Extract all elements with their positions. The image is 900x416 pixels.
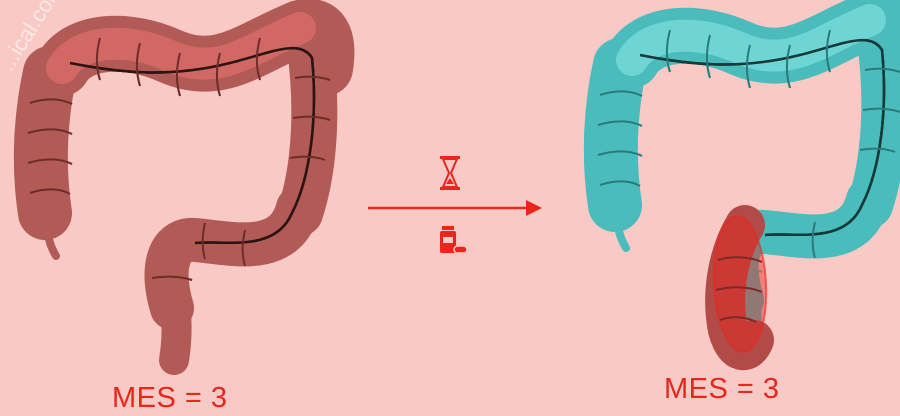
mes-score-left: MES = 3	[112, 382, 228, 415]
hourglass-icon	[440, 156, 460, 190]
transition-arrow	[368, 200, 542, 216]
inflamed-region	[710, 215, 769, 354]
medication-icon	[440, 226, 467, 253]
colon-right	[598, 19, 900, 354]
colon-left	[28, 27, 330, 360]
mes-score-right: MES = 3	[664, 373, 780, 406]
